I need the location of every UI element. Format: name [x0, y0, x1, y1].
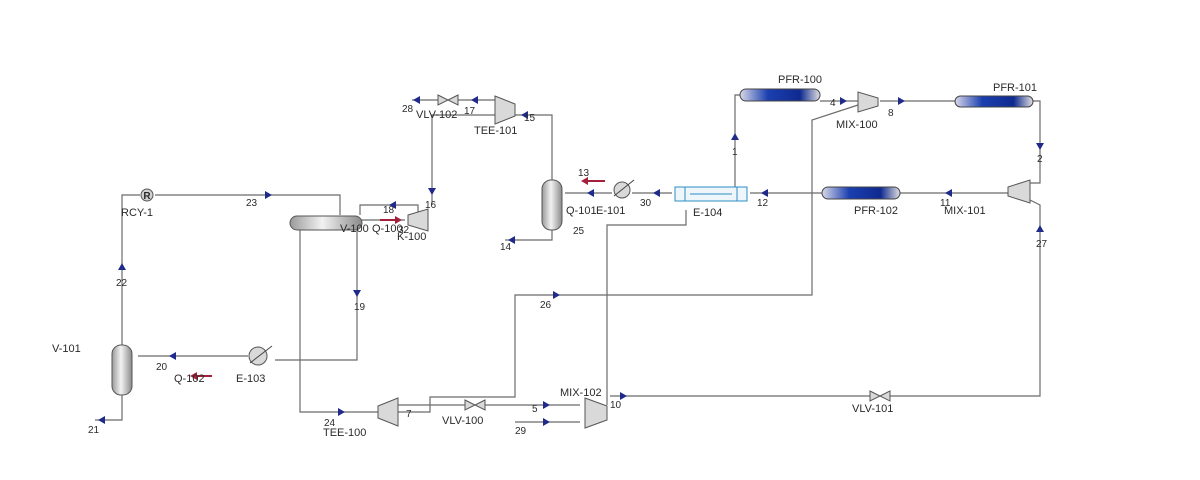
tee-101-splitter[interactable] — [494, 95, 516, 125]
stream-5: 5 — [532, 404, 538, 415]
label-v-100: V-100 — [340, 223, 369, 235]
label-q-101: Q-101 — [566, 205, 597, 217]
label-tee-101: TEE-101 — [474, 125, 517, 137]
stream-23: 23 — [246, 198, 258, 209]
label-mix-102: MIX-102 — [560, 387, 602, 399]
label-q-102: Q-102 — [174, 373, 205, 385]
stream-8: 8 — [888, 108, 894, 119]
label-v-101: V-101 — [52, 343, 81, 355]
stream-20: 20 — [156, 362, 168, 373]
label-vlv-102: VLV-102 — [416, 109, 457, 121]
stream-4: 4 — [830, 98, 836, 109]
vlv-100-valve[interactable] — [464, 399, 486, 411]
cooler-exchanger[interactable] — [289, 215, 363, 231]
stream-22: 22 — [116, 278, 128, 289]
vlv-101-valve[interactable] — [869, 390, 891, 402]
k-100-compressor[interactable] — [407, 208, 429, 232]
stream-10: 10 — [610, 400, 622, 411]
label-rcy-1: RCY-1 — [121, 207, 153, 219]
stream-24: 24 — [324, 418, 336, 429]
stream-1: 1 — [732, 147, 738, 158]
stream-29: 29 — [515, 426, 527, 437]
stream-numbers: 1 2 4 5 7 8 10 11 12 13 14 15 16 17 18 1… — [88, 98, 1048, 437]
svg-text:R: R — [143, 191, 151, 202]
unit-labels: PFR-100 PFR-101 PFR-102 MIX-100 MIX-101 … — [52, 74, 1037, 439]
label-e-101: E-101 — [596, 205, 625, 217]
pfr-102-reactor[interactable] — [821, 186, 901, 200]
mix-101-mixer[interactable] — [1007, 179, 1031, 204]
stream-16: 16 — [425, 200, 437, 211]
stream-14: 14 — [500, 242, 512, 253]
stream-30: 30 — [640, 198, 652, 209]
label-pfr-102: PFR-102 — [854, 205, 898, 217]
tee-100-splitter[interactable] — [377, 397, 399, 427]
stream-arrows — [98, 96, 1044, 426]
stream-21: 21 — [88, 425, 100, 436]
e-103-cooler[interactable] — [248, 345, 273, 366]
e-104-heat-exchanger[interactable] — [674, 186, 748, 202]
label-pfr-101: PFR-101 — [993, 82, 1037, 94]
label-e-104: E-104 — [693, 207, 722, 219]
stream-7: 7 — [406, 409, 412, 420]
stream-27: 27 — [1036, 239, 1048, 250]
stream-15: 15 — [524, 113, 536, 124]
stream-17: 17 — [464, 106, 476, 117]
rcy-1-recycle[interactable]: R — [140, 188, 154, 202]
label-vlv-101: VLV-101 — [852, 403, 893, 415]
mix-102-mixer[interactable] — [584, 397, 608, 429]
label-e-103: E-103 — [236, 373, 265, 385]
mix-100-mixer[interactable] — [857, 91, 879, 113]
e-101-heater[interactable] — [613, 179, 635, 199]
stream-2: 2 — [1037, 154, 1043, 165]
stream-13: 13 — [578, 168, 590, 179]
stream-28: 28 — [402, 104, 414, 115]
pfr-101-reactor[interactable] — [954, 95, 1034, 108]
v-100-separator[interactable] — [541, 179, 563, 231]
stream-18: 18 — [383, 205, 395, 216]
stream-12: 12 — [757, 198, 769, 209]
stream-32: 32 — [398, 225, 410, 236]
vlv-102-valve[interactable] — [437, 94, 459, 106]
label-k-100: K-100 — [397, 231, 426, 243]
stream-26: 26 — [540, 300, 552, 311]
stream-19: 19 — [354, 302, 366, 313]
label-mix-100: MIX-100 — [836, 119, 878, 131]
label-q-100: Q-100 — [372, 223, 403, 235]
label-tee-100: TEE-100 — [323, 427, 366, 439]
label-mix-101: MIX-101 — [944, 205, 986, 217]
label-vlv-100: VLV-100 — [442, 415, 483, 427]
stream-11: 11 — [940, 198, 951, 209]
label-pfr-100: PFR-100 — [778, 74, 822, 86]
v-101-separator[interactable] — [111, 344, 133, 396]
pfr-100-reactor[interactable] — [739, 88, 821, 102]
stream-25: 25 — [573, 226, 585, 237]
